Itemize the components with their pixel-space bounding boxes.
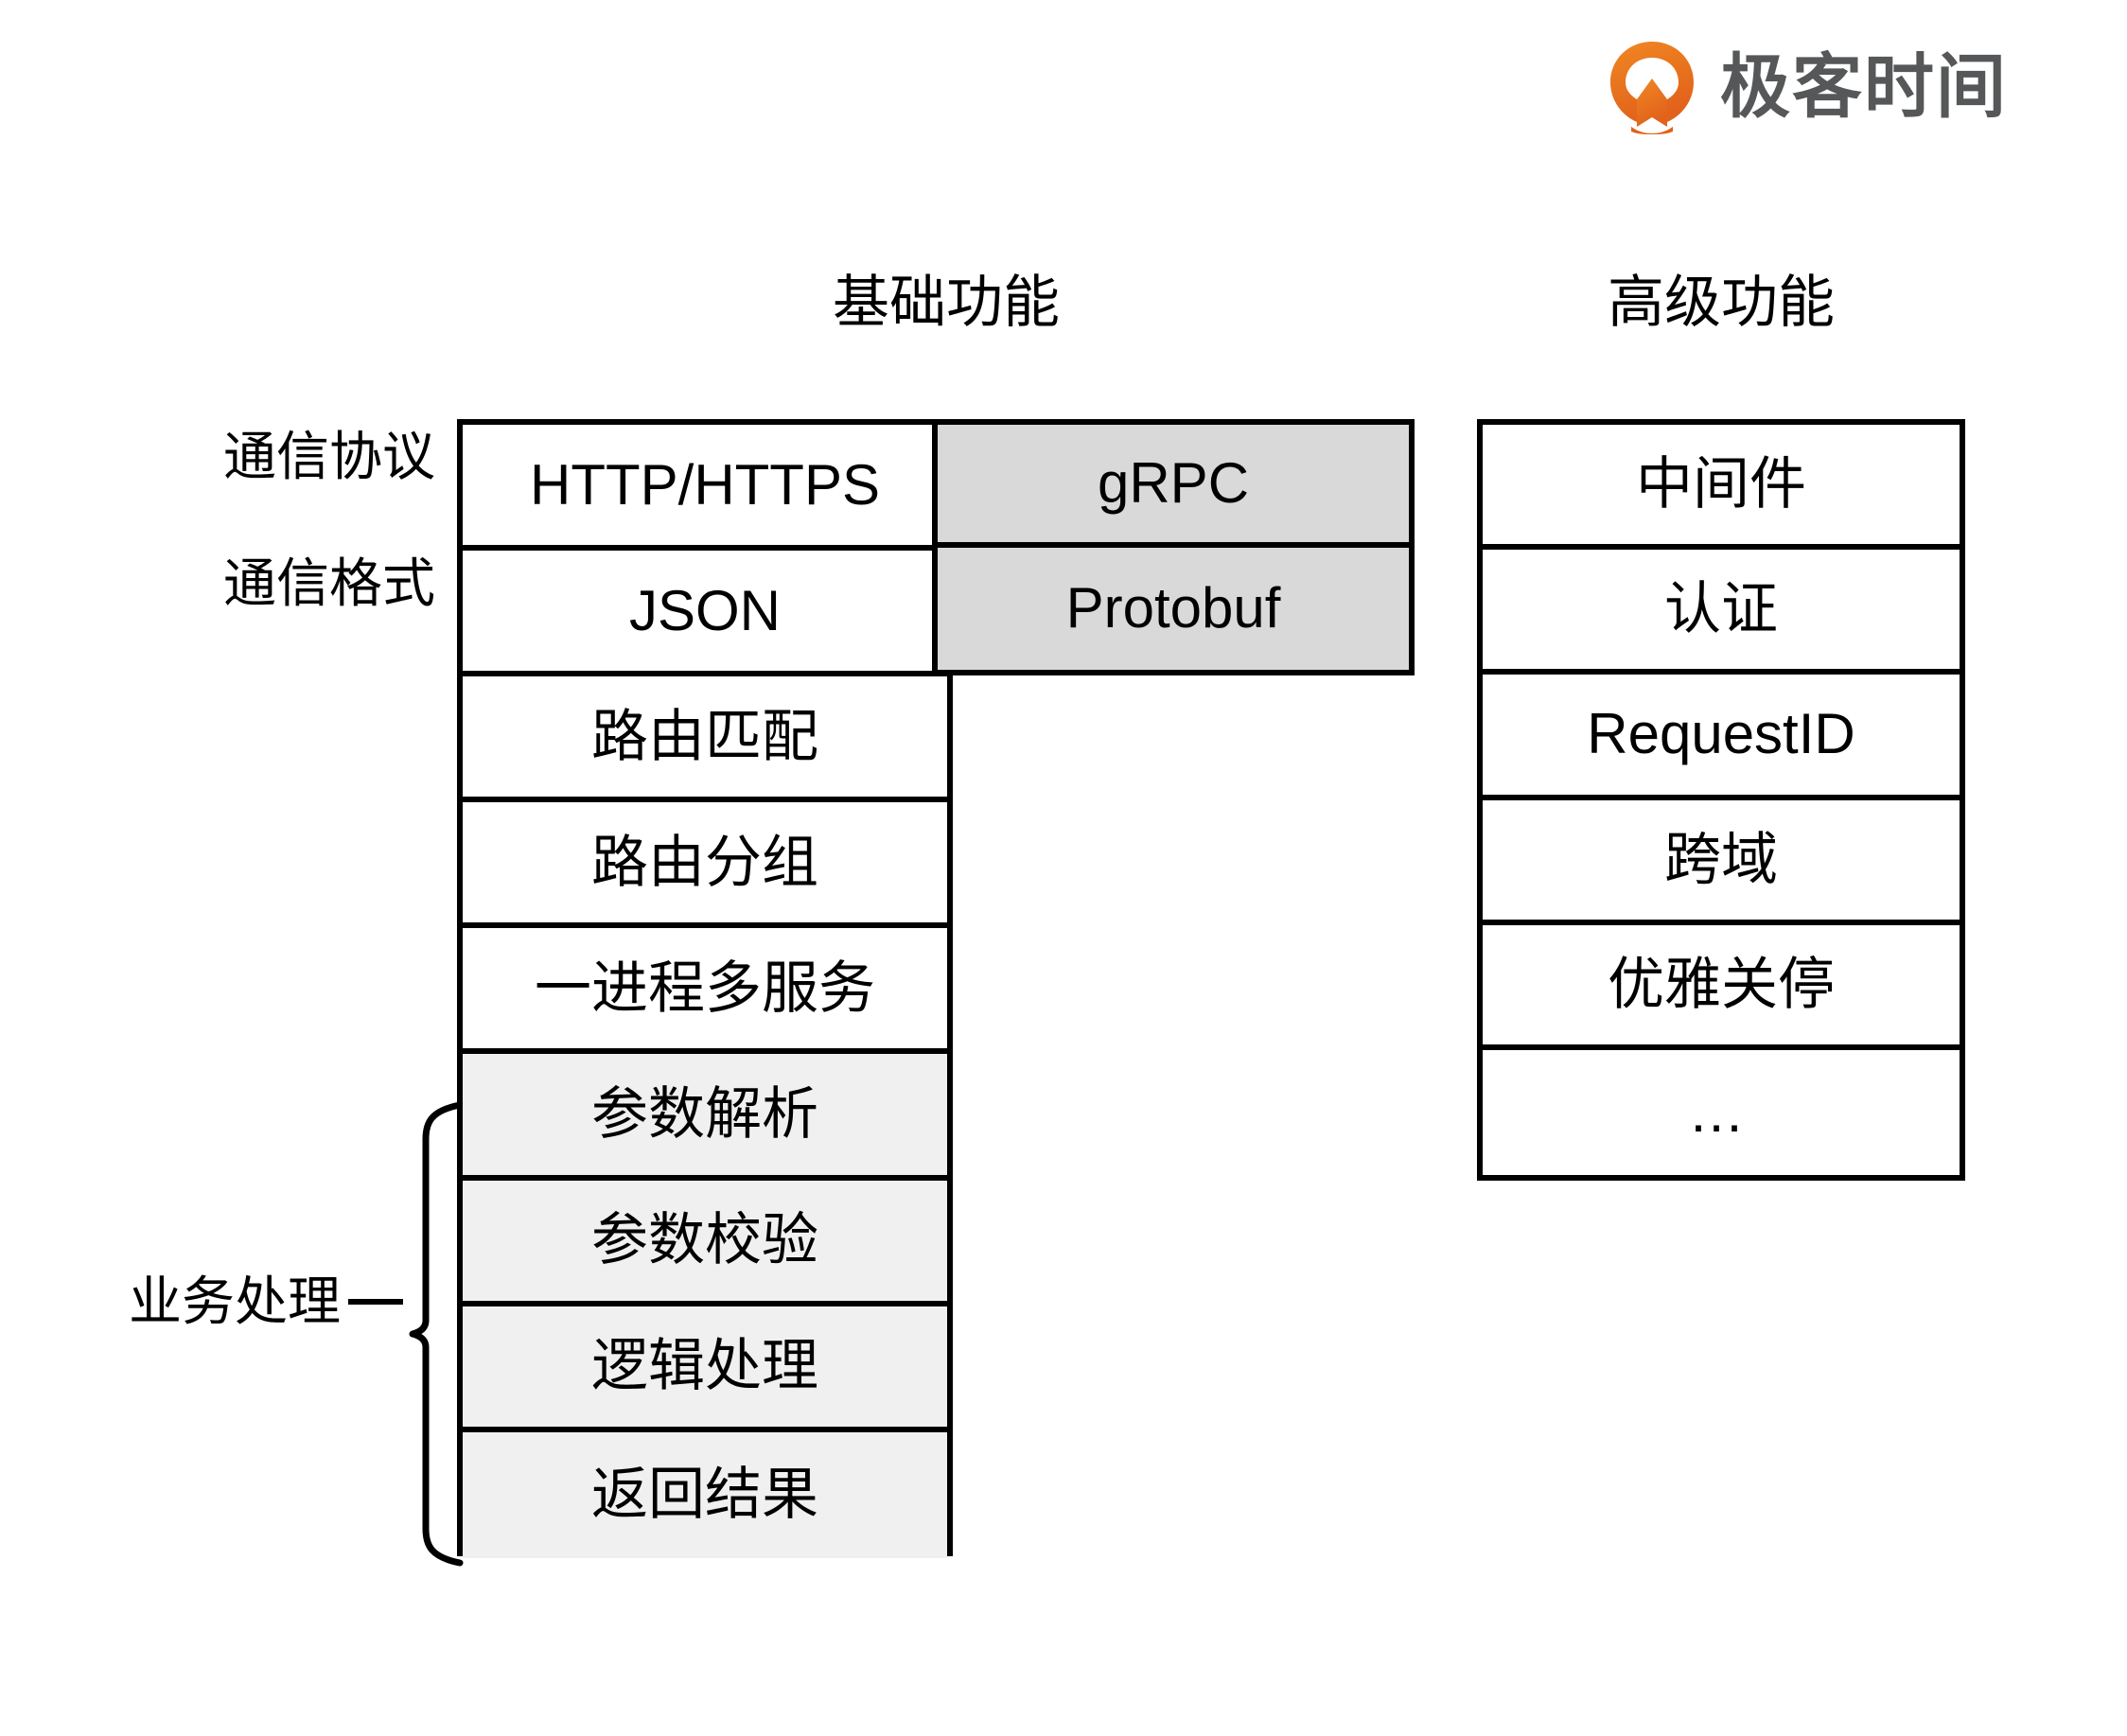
geektime-circle-logo-icon	[1610, 42, 1694, 134]
business-group-brace-icon	[409, 1101, 464, 1567]
table-row: 参数校验	[463, 1180, 947, 1306]
table-row: 路由分组	[463, 802, 947, 929]
alternative-protocol-table: gRPC Protobuf	[932, 419, 1415, 675]
row-label-business: 业务处理	[129, 1271, 341, 1331]
row-label-protocol: 通信协议	[223, 427, 435, 486]
brand-logo: 极客时间	[1608, 40, 2008, 134]
table-row: …	[1483, 1049, 1960, 1176]
table-row: RequestID	[1483, 675, 1960, 800]
table-row: 返回结果	[463, 1431, 947, 1558]
table-row: 中间件	[1483, 425, 1960, 551]
table-row: 优雅关停	[1483, 924, 1960, 1050]
table-row: HTTP/HTTPS	[463, 425, 947, 552]
table-row: 认证	[1483, 550, 1960, 675]
brace-connector-line	[348, 1299, 403, 1305]
table-row: 一进程多服务	[463, 928, 947, 1055]
advanced-functions-table: 中间件 认证 RequestID 跨域 优雅关停 …	[1477, 419, 1965, 1181]
column-heading-basic: 基础功能	[833, 271, 1060, 334]
basic-functions-table: HTTP/HTTPS JSON 路由匹配 路由分组 一进程多服务 参数解析 参数…	[457, 419, 953, 1558]
table-row: 参数解析	[463, 1054, 947, 1181]
row-label-format: 通信格式	[223, 553, 435, 613]
table-row: Protobuf	[938, 547, 1409, 670]
table-row: gRPC	[938, 425, 1409, 548]
brand-name: 极客时间	[1720, 47, 2008, 126]
table-row: 路由匹配	[463, 676, 947, 803]
table-row: JSON	[463, 551, 947, 677]
table-row: 逻辑处理	[463, 1306, 947, 1432]
table-row: 跨域	[1483, 799, 1960, 925]
column-heading-advanced: 高级功能	[1608, 271, 1835, 334]
